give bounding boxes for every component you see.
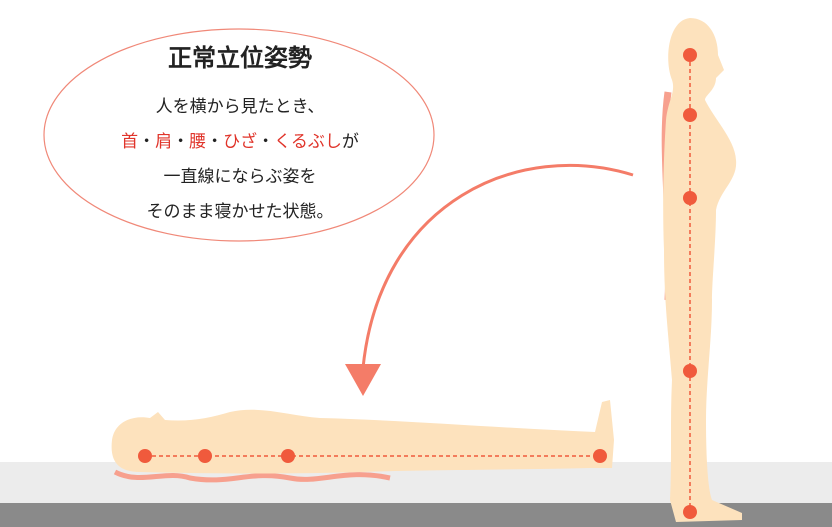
ankle: くるぶし bbox=[274, 132, 342, 152]
neck: 首 bbox=[121, 132, 139, 152]
particle: が bbox=[341, 132, 359, 152]
alignment-dots bbox=[683, 48, 697, 519]
text-line-4: そのまま寝かせた状態。 bbox=[146, 202, 334, 222]
sep: ・ bbox=[172, 132, 190, 152]
lying-figure bbox=[111, 400, 614, 483]
sep: ・ bbox=[138, 132, 156, 152]
waist: 腰 bbox=[189, 132, 207, 152]
arrow bbox=[345, 163, 634, 396]
standing-figure bbox=[661, 18, 742, 522]
text-line-2: 首・肩・腰・ひざ・くるぶしが bbox=[40, 127, 440, 152]
shoulder: 肩 bbox=[155, 132, 173, 152]
title: 正常立位姿勢 bbox=[168, 44, 312, 72]
sep: ・ bbox=[206, 132, 224, 152]
sep: ・ bbox=[257, 132, 275, 152]
text-line-1: 人を横から見たとき、 bbox=[155, 97, 325, 117]
knee: ひざ bbox=[223, 132, 258, 152]
speech-ellipse bbox=[43, 28, 435, 242]
text-line-3: 一直線にならぶ姿を bbox=[163, 167, 317, 187]
